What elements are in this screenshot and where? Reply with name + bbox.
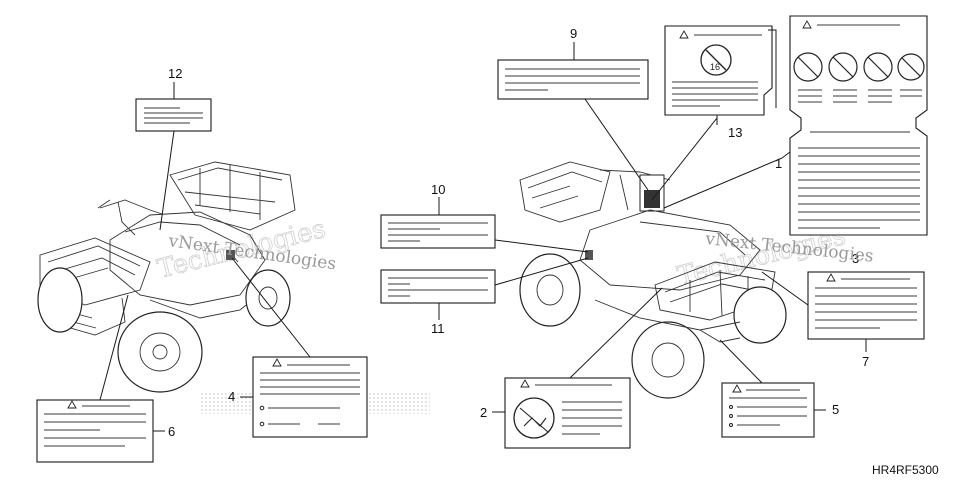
callout-4: 4	[228, 389, 235, 404]
label-4	[231, 257, 368, 438]
label-5	[719, 339, 826, 438]
label-13: 16	[651, 25, 777, 201]
callout-3: 3	[852, 251, 859, 266]
callout-2: 2	[480, 405, 487, 420]
no-modification-icon	[513, 397, 555, 439]
label-marker-right	[585, 250, 593, 260]
label-12	[135, 82, 212, 231]
callout-13: 13	[728, 125, 742, 140]
label-marker-left	[226, 250, 235, 260]
label-9	[497, 42, 649, 191]
atv-rear-view	[519, 161, 787, 399]
callout-11: 11	[431, 321, 445, 336]
front-left-tire	[117, 311, 203, 393]
callout-5: 5	[832, 402, 839, 417]
atv-front-view	[37, 161, 296, 393]
label-7	[761, 271, 925, 352]
callout-1: 1	[775, 156, 782, 171]
prohibition-icon-row	[793, 52, 925, 82]
label-1	[663, 15, 928, 236]
callout-10: 10	[431, 182, 445, 197]
diagram-ref-code: HR4RF5300	[872, 463, 939, 477]
callout-9: 9	[570, 26, 577, 41]
label-2	[492, 287, 663, 449]
label-11	[380, 257, 589, 320]
callout-12: 12	[168, 66, 182, 81]
label-10	[380, 197, 589, 253]
callout-7: 7	[862, 354, 869, 369]
label-6	[36, 294, 165, 463]
age-text: 16	[710, 62, 720, 72]
callout-6: 6	[168, 424, 175, 439]
